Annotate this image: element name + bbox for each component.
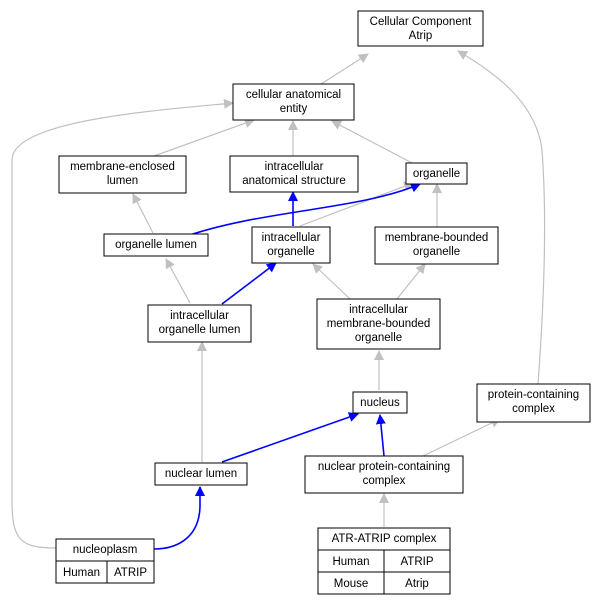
node-intracellular-organelle-lumen[interactable]: intracellular organelle lumen [147,304,252,343]
node-label-line1: nuclear lumen [165,468,237,480]
node-label-line2: complex [363,475,406,487]
node-organelle[interactable]: organelle [405,162,468,185]
edges-gray [11,50,546,549]
edge-nl-nucleus [221,412,359,463]
node-label-line2: organelle lumen [159,324,241,336]
node-label-line1: nucleus [360,397,400,409]
node-membrane-bounded-organelle[interactable]: membrane-bounded organelle [374,226,499,265]
node-intracellular-organelle[interactable]: intracellular organelle [251,226,331,264]
node-label-line1: membrane-bounded [385,232,489,244]
species-label: Mouse [334,578,369,590]
node-intracellular-membrane-bounded-organelle[interactable]: intracellular membrane-bounded organelle [316,298,441,350]
node-label-line2: organelle [413,246,460,258]
node-cellular-component-atrip[interactable]: Cellular Component Atrip [357,10,484,47]
node-label-line2: anatomical structure [242,175,346,187]
gene-label: ATRIP [400,556,433,568]
node-nuclear-lumen[interactable]: nuclear lumen [154,462,248,486]
node-label-line1: membrane-enclosed [70,161,175,173]
edge-mel-cae [153,118,255,157]
gene-cell-mouse [383,571,451,595]
node-label-line1: ATR-ATRIP complex [332,533,437,545]
node-label-line2: organelle [267,246,314,258]
node-label-line1: intracellular [170,310,229,322]
node-label-line2: lumen [107,175,138,187]
edge-npcc-pcc [422,418,501,457]
node-cellular-anatomical-entity[interactable]: cellular anatomical entity [232,83,355,121]
species-label: Human [63,567,100,579]
node-nuclear-protein-containing-complex[interactable]: nuclear protein-containing complex [304,455,464,494]
node-label-line1: Cellular Component [370,16,472,28]
edge-imbo-io [312,263,351,300]
node-label-line1: intracellular [349,304,408,316]
edge-io-organelle [299,181,414,227]
node-label-line2: entity [280,103,308,115]
node-label-line1: protein-containing [488,389,579,401]
node-label-line2: complex [512,403,555,415]
gene-cell-human [106,560,155,584]
edge-nucleoplasm-nl [153,486,205,550]
edge-nucleoplasm-cae [11,98,234,549]
node-label-line1: cellular anatomical [246,89,341,101]
gene-label: Atrip [405,578,429,590]
node-label-line1: nucleoplasm [73,544,138,556]
node-protein-containing-complex[interactable]: protein-containing complex [476,383,591,423]
node-label-line1: organelle lumen [115,239,197,251]
node-label-line1: intracellular [262,232,321,244]
node-label-line1: nuclear protein-containing [318,461,450,473]
edge-ol-organelle [183,182,421,238]
edge-cae-root [317,53,369,87]
gene-label: ATRIP [114,567,147,579]
node-label-line2: membrane-bounded [327,318,431,330]
node-nucleus[interactable]: nucleus [352,391,408,414]
edge-ol-mel [132,193,154,234]
edge-iol-io [221,262,277,305]
node-label-line2: Atrip [409,30,433,42]
node-organelle-lumen[interactable]: organelle lumen [103,233,209,257]
species-label: Human [332,556,369,568]
edge-npcc-nucleus [375,414,386,457]
edge-iol-ol [165,258,191,304]
node-nucleoplasm[interactable]: nucleoplasm Human ATRIP [55,538,155,584]
edge-imbo-mbo [396,263,426,300]
node-intracellular-anatomical-structure[interactable]: intracellular anatomical structure [229,155,359,193]
node-membrane-enclosed-lumen[interactable]: membrane-enclosed lumen [58,155,187,194]
edge-pcc-root [457,50,546,385]
node-label-line1: intracellular [265,161,324,173]
node-label-line1: organelle [413,168,460,180]
node-atr-atrip-complex[interactable]: ATR-ATRIP complex Human ATRIP Mouse Atri… [317,527,451,595]
edges-blue [153,182,421,550]
edge-organelle-cae [331,120,413,164]
node-label-line3: organelle [355,332,402,344]
